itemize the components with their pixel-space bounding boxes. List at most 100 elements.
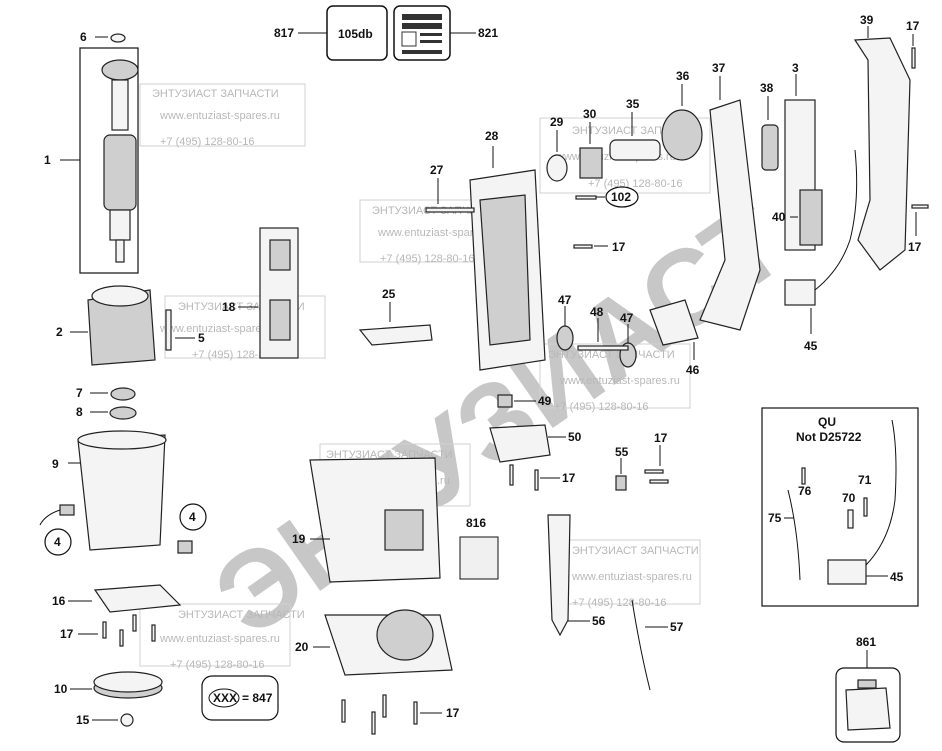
legend-box: XXX = 847 xyxy=(201,675,279,721)
callout-48: 48 xyxy=(590,305,604,319)
warning-label xyxy=(393,5,451,61)
callout-1: 1 xyxy=(44,153,51,167)
callout-7: 7 xyxy=(76,386,83,400)
part-56[interactable] xyxy=(547,514,571,637)
noise-label xyxy=(326,5,388,61)
watermark-block-7: ЭНТУЗИАСТ ЗАПЧАСТИ www.entuziast-spares.… xyxy=(564,539,701,609)
callout-49: 49 xyxy=(538,394,552,408)
screw-17-55-top[interactable] xyxy=(644,469,664,474)
callout-19: 19 xyxy=(292,532,306,546)
callout-6: 6 xyxy=(80,30,87,44)
callout-4-left: 4 xyxy=(54,535,61,549)
switch-assembly[interactable] xyxy=(259,227,299,359)
callout-37: 37 xyxy=(712,61,726,75)
svg-text:+7 (495) 128-80-16: +7 (495) 128-80-16 xyxy=(554,401,648,413)
svg-text:www.entuziast-spares.ru: www.entuziast-spares.ru xyxy=(571,571,692,583)
cord-set[interactable] xyxy=(784,149,858,306)
label-816 xyxy=(459,536,499,580)
svg-text:XXX: XXX xyxy=(213,691,237,705)
callout-70: 70 xyxy=(842,491,856,505)
callout-30: 30 xyxy=(583,107,597,121)
part-40[interactable] xyxy=(799,189,823,246)
motor-housing[interactable] xyxy=(77,430,167,551)
part-50[interactable] xyxy=(489,424,551,463)
screws-row-bottom[interactable] xyxy=(341,694,418,735)
callout-16: 16 xyxy=(52,594,66,608)
callout-40: 40 xyxy=(772,210,786,224)
screw-17-mid[interactable] xyxy=(573,244,593,249)
callout-76: 76 xyxy=(798,484,812,498)
callout-5: 5 xyxy=(198,331,205,345)
washer[interactable] xyxy=(110,33,126,43)
main-housing-half[interactable] xyxy=(469,169,546,371)
cord-clamp[interactable] xyxy=(358,324,433,346)
pin-48[interactable] xyxy=(577,345,629,351)
bearing-7[interactable] xyxy=(110,387,136,401)
stator-screw[interactable] xyxy=(165,309,172,351)
screw-102[interactable] xyxy=(575,195,597,200)
gear-case-ring[interactable] xyxy=(93,671,163,699)
callout-50: 50 xyxy=(568,430,582,444)
baffle[interactable] xyxy=(93,584,182,613)
qu-title: QU xyxy=(818,415,836,429)
svg-text:+7 (495) 128-80-16: +7 (495) 128-80-16 xyxy=(572,597,666,609)
callout-15: 15 xyxy=(76,713,90,727)
lower-shield[interactable] xyxy=(324,609,453,676)
field-stator[interactable] xyxy=(87,285,156,366)
callout-17-bottom: 17 xyxy=(446,706,460,720)
screw-17-55-bottom[interactable] xyxy=(649,479,669,484)
part-46[interactable] xyxy=(649,299,699,346)
part-47-left[interactable] xyxy=(556,325,574,351)
screw-27[interactable] xyxy=(425,207,475,213)
power-cord[interactable] xyxy=(631,599,651,691)
callout-29: 29 xyxy=(550,115,564,129)
callout-36: 36 xyxy=(676,69,690,83)
dust-shield[interactable] xyxy=(309,457,441,583)
part-30[interactable] xyxy=(579,147,603,179)
screw-17-top-right[interactable] xyxy=(911,47,916,69)
callout-10: 10 xyxy=(54,682,68,696)
spring-29[interactable] xyxy=(546,154,568,182)
callout-3: 3 xyxy=(792,61,799,75)
rear-handle[interactable] xyxy=(853,37,911,271)
brush-holder[interactable] xyxy=(177,540,193,554)
carbon-brush[interactable] xyxy=(59,504,75,516)
screw-76[interactable] xyxy=(801,467,806,485)
callout-71: 71 xyxy=(858,473,872,487)
screw-15[interactable] xyxy=(120,713,134,727)
callout-55: 55 xyxy=(615,445,629,459)
callout-57: 57 xyxy=(670,620,684,634)
watermark-block-8: ЭНТУЗИАСТ ЗАПЧАСТИ www.entuziast-spares.… xyxy=(139,603,305,671)
part-70[interactable] xyxy=(847,509,854,529)
part-49[interactable] xyxy=(497,394,513,408)
callout-9: 9 xyxy=(52,457,59,471)
svg-text:ЭНТУЗИАСТ ЗАПЧАСТИ: ЭНТУЗИАСТ ЗАПЧАСТИ xyxy=(178,609,305,621)
callout-102: 102 xyxy=(611,190,631,204)
svg-text:+7 (495) 128-80-16: +7 (495) 128-80-16 xyxy=(380,253,474,265)
callout-45-qu: 45 xyxy=(890,570,904,584)
part-71[interactable] xyxy=(863,497,868,517)
callout-75: 75 xyxy=(768,511,782,525)
wire-75[interactable] xyxy=(787,489,801,581)
callout-45: 45 xyxy=(804,339,818,353)
screw-17-50-left[interactable] xyxy=(509,464,514,486)
screw-17-right[interactable] xyxy=(911,204,929,209)
callout-17-mid: 17 xyxy=(612,240,626,254)
screws-row-left[interactable] xyxy=(102,614,156,647)
bearing-8[interactable] xyxy=(109,406,137,420)
cord-set-qu[interactable] xyxy=(827,559,867,585)
watermark-block-5: ЭНТУЗИАСТ ЗАПЧАСТИ www.entuziast-spares.… xyxy=(539,343,691,413)
svg-text:www.entuziast-spares.ru: www.entuziast-spares.ru xyxy=(159,633,280,645)
part-36[interactable] xyxy=(661,109,703,161)
callout-8: 8 xyxy=(76,405,83,419)
part-38[interactable] xyxy=(761,124,779,171)
part-35[interactable] xyxy=(609,139,661,161)
side-handle[interactable] xyxy=(699,99,761,331)
qu-variant-box: QU Not D25722 75 76 70 71 45 xyxy=(761,407,919,607)
callout-46: 46 xyxy=(686,363,700,377)
armature[interactable] xyxy=(101,59,139,263)
screw-17-50-right[interactable] xyxy=(534,469,539,491)
svg-text:+7 (495) 128-80-16: +7 (495) 128-80-16 xyxy=(170,659,264,671)
watermark-block-3: ЭНТУЗИАСТ ЗАПЧАСТИ www.entuziast-spares.… xyxy=(159,295,326,361)
part-55[interactable] xyxy=(615,475,627,491)
